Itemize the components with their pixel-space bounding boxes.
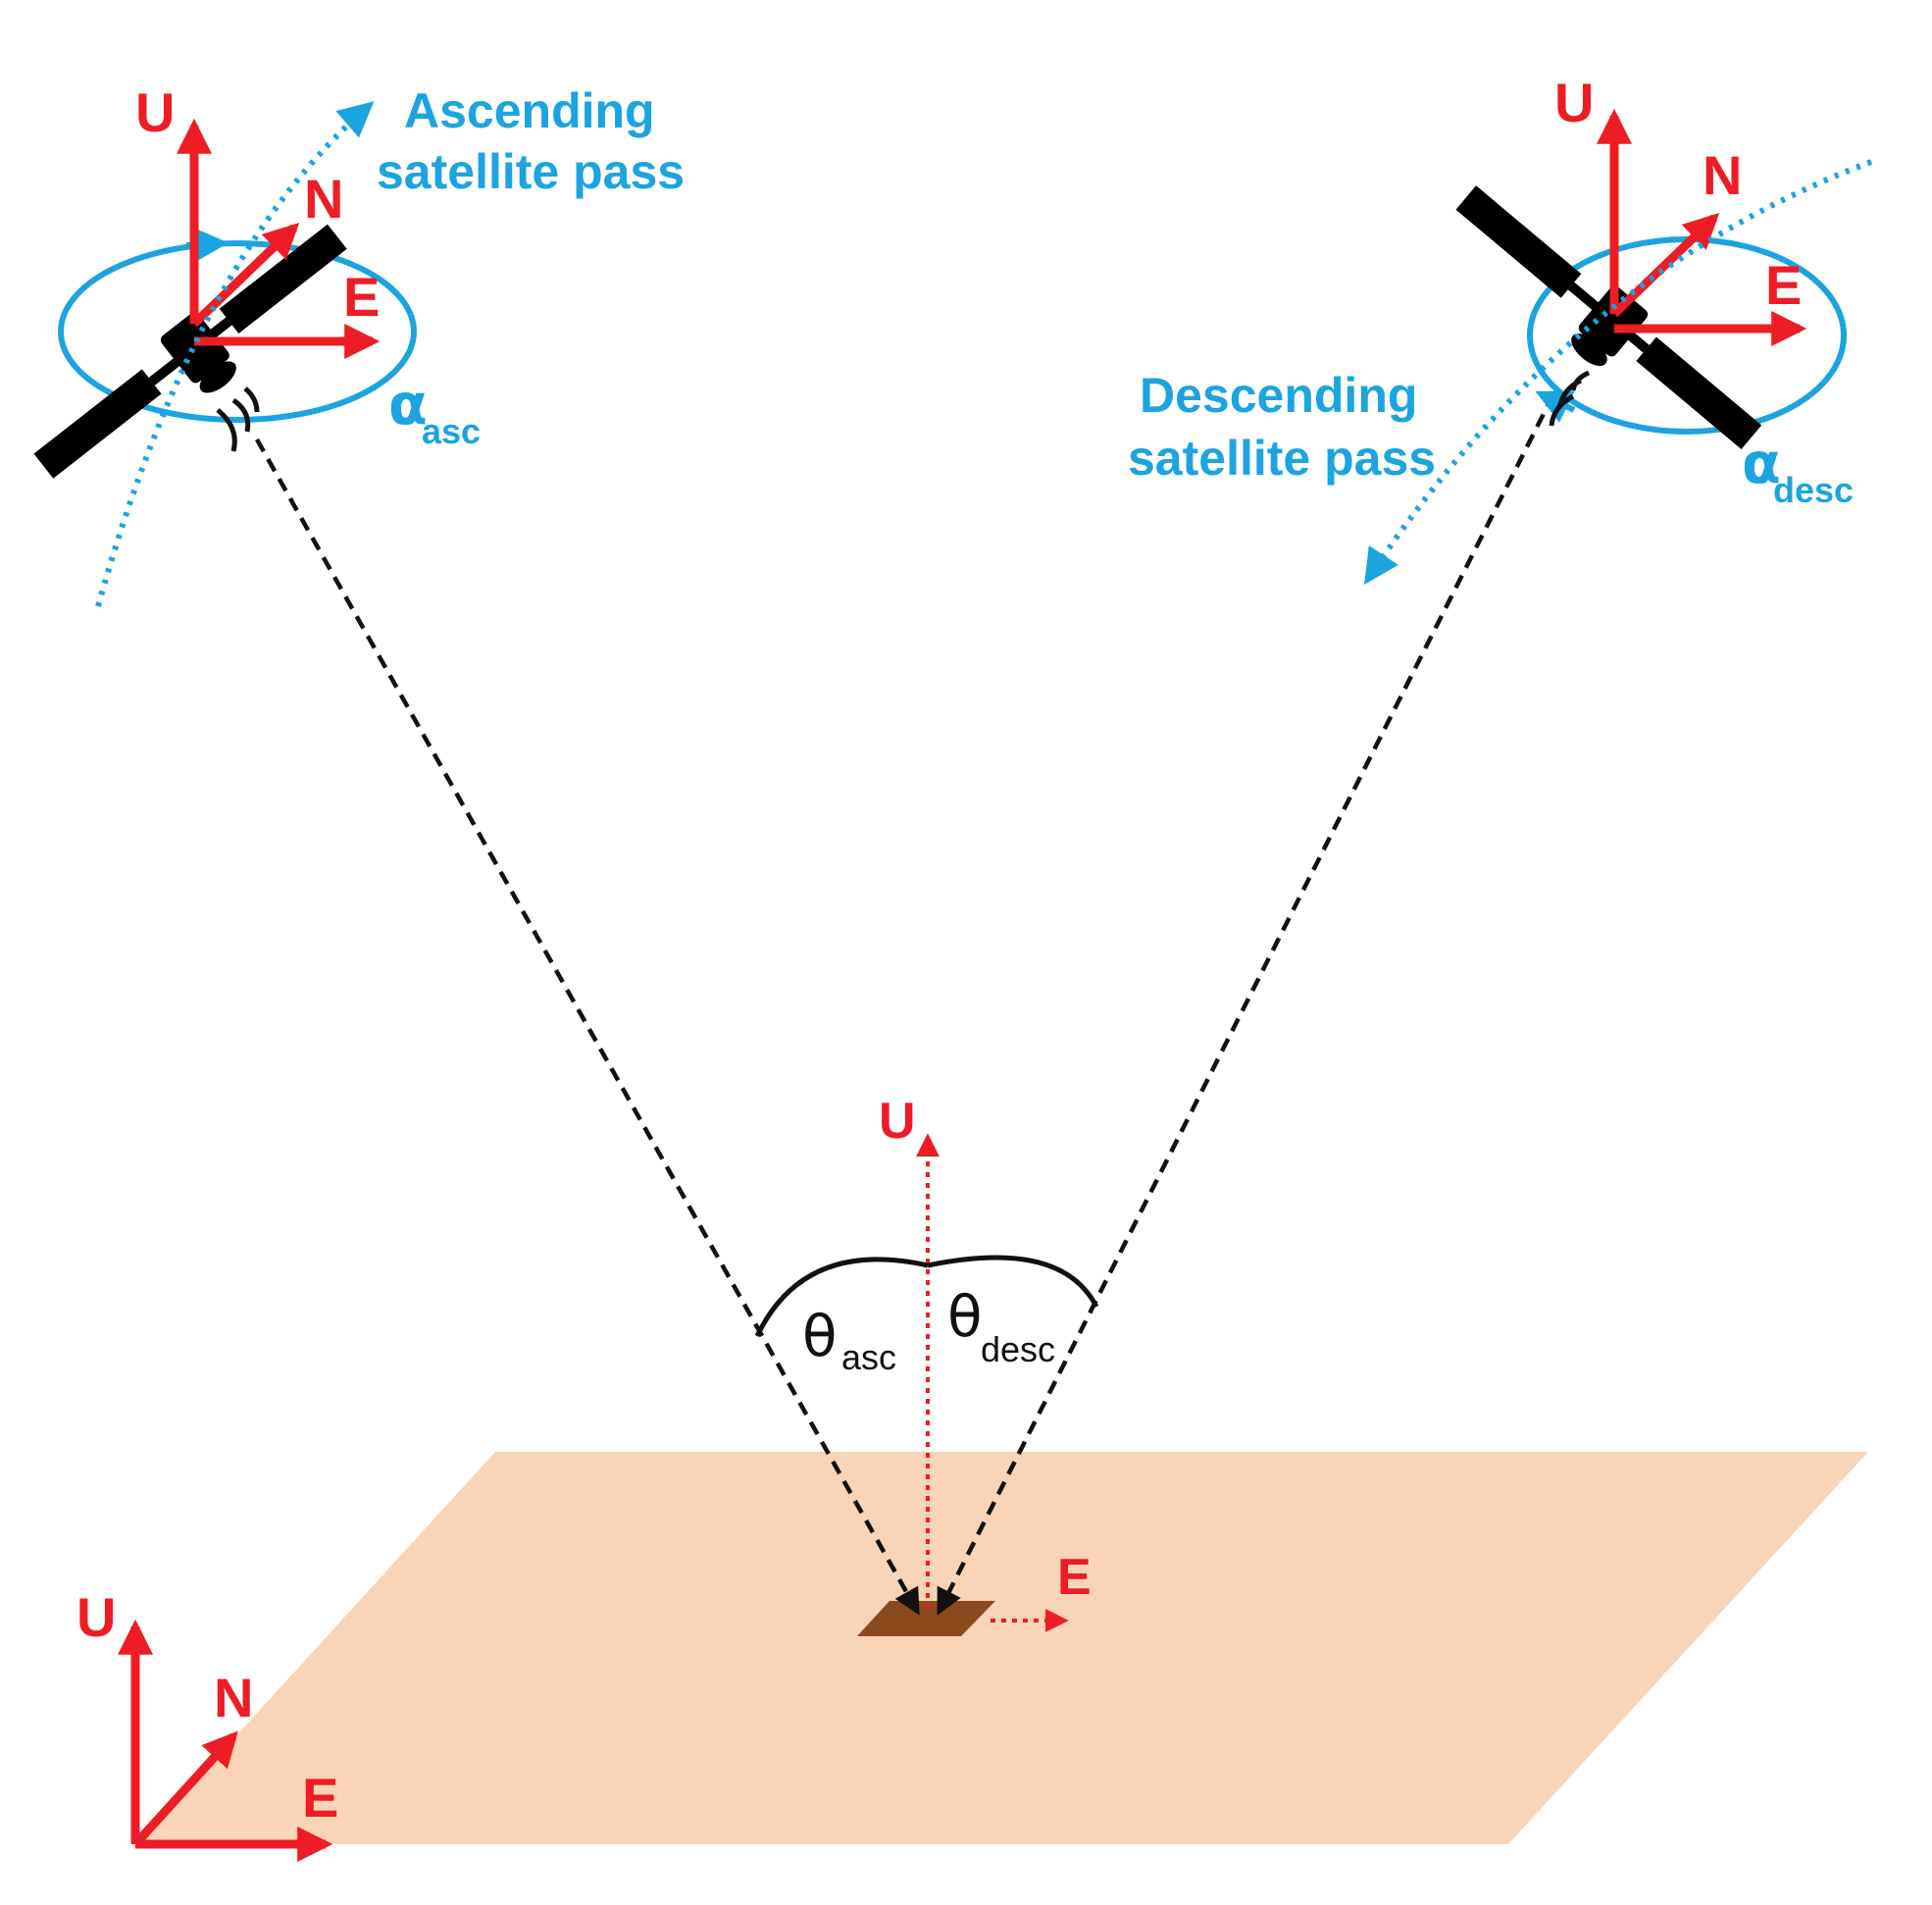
descending-satellite-icon: [1455, 185, 1762, 449]
ascending-signal-icon: [216, 386, 260, 452]
theta-desc-symbol: θ: [947, 1283, 983, 1350]
descending-n-arrow: [1610, 213, 1720, 318]
descending-n-label: N: [1703, 144, 1742, 206]
target-u-label: U: [879, 1093, 916, 1150]
ascending-pass-label-line2: satellite pass: [377, 144, 685, 199]
ground-n-label: N: [214, 1667, 253, 1728]
descending-u-label: U: [1554, 72, 1594, 133]
descending-heading-arrow: [1535, 390, 1576, 423]
ascending-heading-subscript: asc: [422, 411, 481, 451]
descending-heading-subscript: desc: [1773, 470, 1854, 510]
ascending-satellite-group: U N E Ascending satellite pass α asc: [33, 81, 685, 607]
theta-desc-subscript: desc: [981, 1329, 1055, 1369]
descending-line-of-sight: [937, 392, 1556, 1616]
descending-pass-label-line2: satellite pass: [1128, 431, 1436, 486]
incidence-arc-ascending: [754, 1257, 929, 1338]
descending-heading-symbol: α: [1742, 430, 1781, 496]
ascending-pass-label-line1: Ascending: [404, 83, 655, 138]
ground-plane: [137, 1452, 1868, 1844]
ground-e-label: E: [302, 1767, 338, 1828]
theta-asc-symbol: θ: [802, 1303, 838, 1369]
ground-axes: U N E: [76, 1586, 338, 1862]
incidence-arc-descending: [927, 1255, 1099, 1309]
ascending-heading-symbol: α: [388, 371, 428, 438]
ground-u-label: U: [76, 1586, 116, 1648]
ground-n-arrow: [131, 1730, 238, 1848]
ascending-orbit-ellipse: [58, 240, 417, 423]
descending-e-label: E: [1765, 254, 1802, 316]
ascending-n-label: N: [304, 168, 343, 230]
descending-satellite-group: U N E Descending satellite pass α desc: [1128, 72, 1873, 586]
ascending-e-label: E: [343, 266, 380, 328]
ascending-line-of-sight: [255, 438, 920, 1616]
target-e-label: E: [1057, 1549, 1092, 1606]
descending-pass-label-line1: Descending: [1140, 368, 1417, 423]
descending-signal-icon: [1549, 370, 1591, 427]
descending-track: [1364, 159, 1873, 586]
theta-asc-subscript: asc: [841, 1337, 896, 1377]
ascending-u-label: U: [135, 81, 175, 143]
